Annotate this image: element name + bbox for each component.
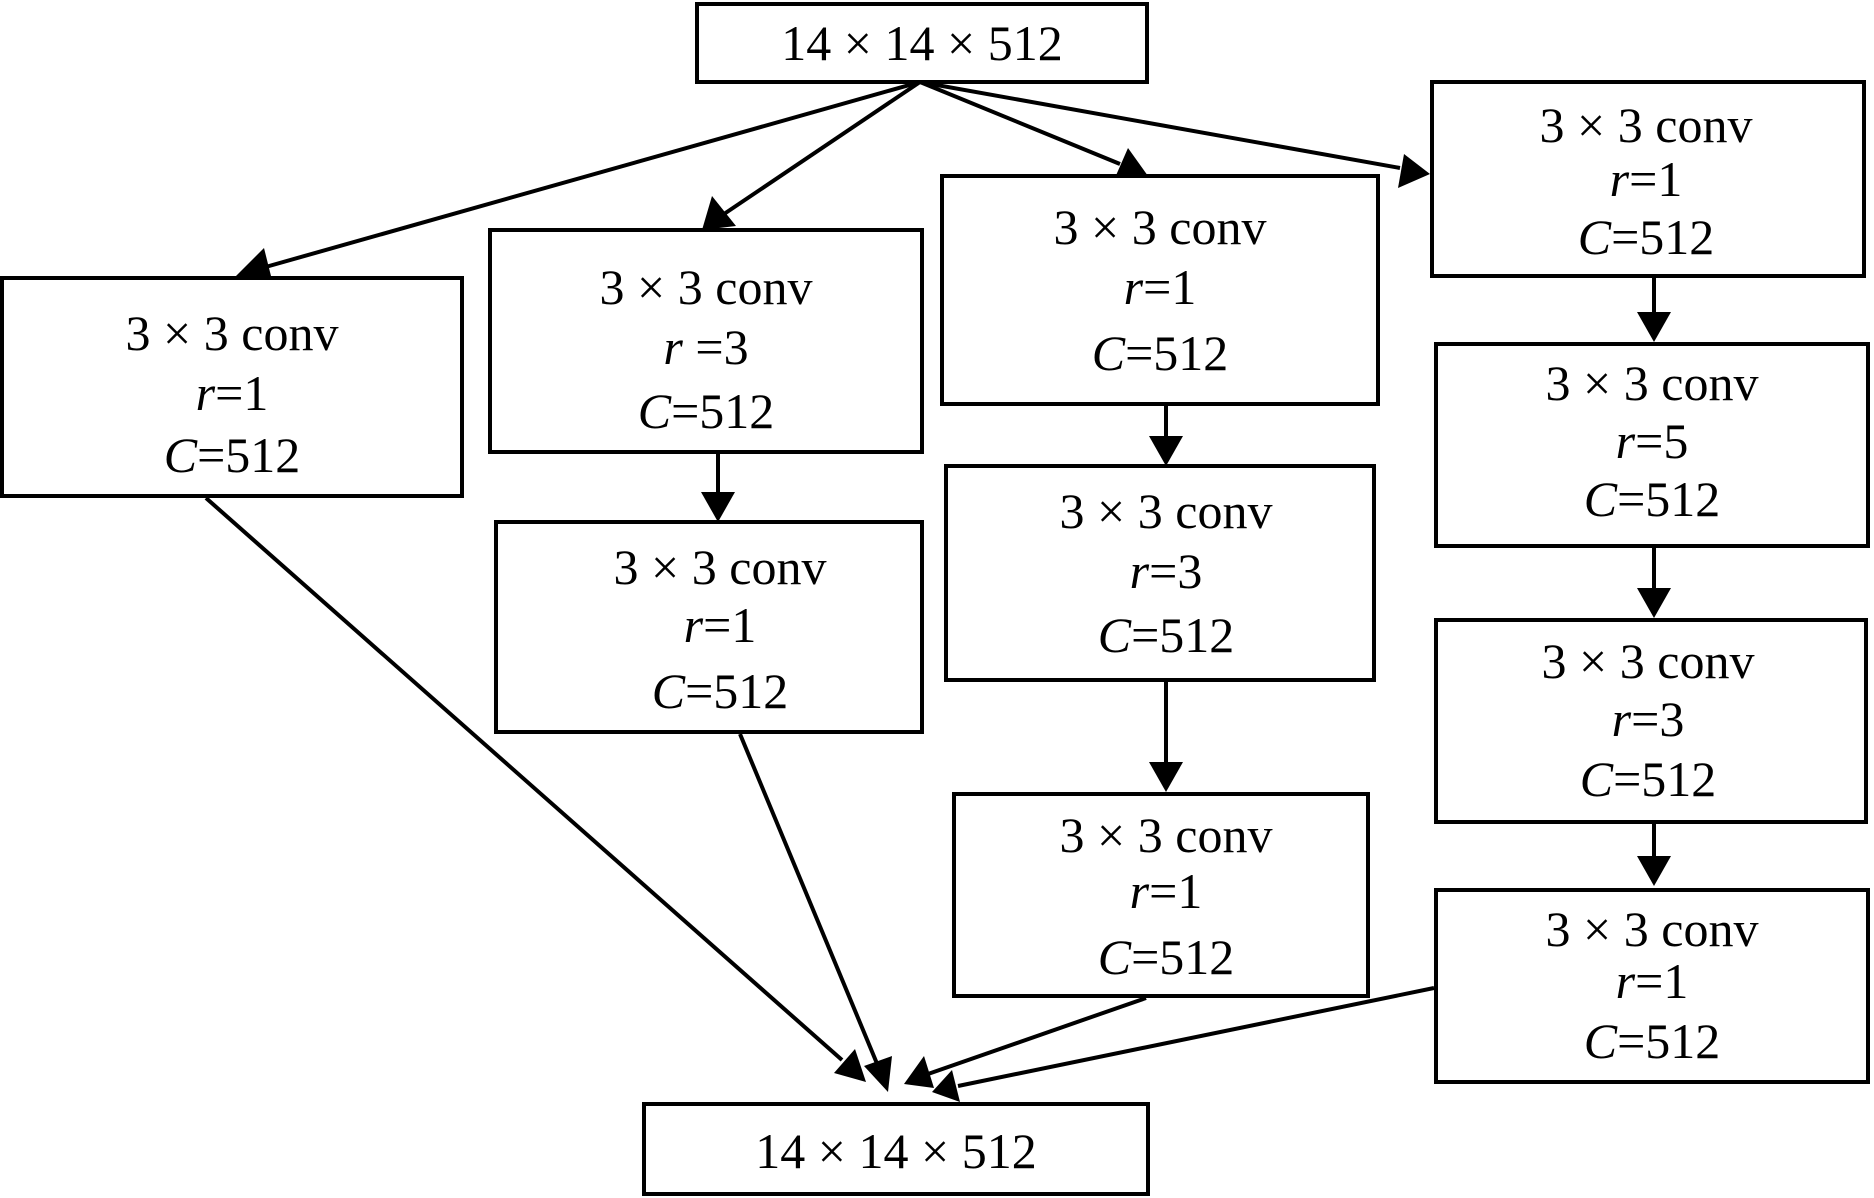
dilation-rate: r=1 xyxy=(684,597,757,653)
conv-node-b2-1: 3 × 3 conv r =3 C=512 xyxy=(488,228,924,454)
arrowhead xyxy=(932,1070,960,1102)
arrowhead xyxy=(1637,312,1671,342)
conv-op-label: 3 × 3 conv xyxy=(126,305,339,361)
arrowhead xyxy=(701,492,735,522)
arrowhead xyxy=(904,1056,934,1088)
input-node-label: 14 × 14 × 512 xyxy=(781,15,1062,71)
channels: C=512 xyxy=(1580,751,1717,807)
dilation-rate: r=3 xyxy=(1612,691,1685,747)
edge-input-to-branch-2 xyxy=(722,80,922,216)
conv-node-b3-1: 3 × 3 conv r=1 C=512 xyxy=(940,174,1380,406)
dilation-rate: r=1 xyxy=(196,365,269,421)
channels: C=512 xyxy=(164,427,301,483)
conv-op-label: 3 × 3 conv xyxy=(1540,97,1753,153)
conv-node-b4-4: 3 × 3 conv r=1 C=512 xyxy=(1434,888,1870,1084)
conv-op-label: 3 × 3 conv xyxy=(1060,483,1273,539)
arrowhead xyxy=(1637,588,1671,618)
conv-op-label: 3 × 3 conv xyxy=(600,259,813,315)
dilation-rate: r=1 xyxy=(1124,259,1197,315)
channels: C=512 xyxy=(1098,607,1235,663)
edge-input-to-branch-4 xyxy=(919,80,1401,170)
input-node: 14 × 14 × 512 xyxy=(695,2,1149,84)
arrowhead xyxy=(834,1049,866,1082)
channels: C=512 xyxy=(1584,471,1721,527)
conv-node-b1-1: 3 × 3 conv r=1 C=512 xyxy=(0,276,464,498)
channels: C=512 xyxy=(1092,325,1229,381)
conv-op-label: 3 × 3 conv xyxy=(614,539,827,595)
channels: C=512 xyxy=(1578,209,1715,265)
conv-node-b3-3: 3 × 3 conv r=1 C=512 xyxy=(952,792,1370,998)
dilation-rate: r=1 xyxy=(1610,151,1683,207)
conv-op-label: 3 × 3 conv xyxy=(1060,807,1273,863)
conv-node-b4-2: 3 × 3 conv r=5 C=512 xyxy=(1434,342,1870,548)
dilation-rate: r=5 xyxy=(1616,413,1689,469)
edge-input-to-branch-3 xyxy=(919,80,1121,166)
edge-branch-1-to-output xyxy=(204,496,844,1062)
channels: C=512 xyxy=(638,383,775,439)
dilation-rate: r =3 xyxy=(663,319,748,375)
conv-op-label: 3 × 3 conv xyxy=(1054,199,1267,255)
arrowhead xyxy=(864,1056,892,1092)
conv-op-label: 3 × 3 conv xyxy=(1546,901,1759,957)
channels: C=512 xyxy=(1584,1013,1721,1069)
output-node-label: 14 × 14 × 512 xyxy=(755,1123,1036,1179)
edge-input-to-branch-1 xyxy=(261,80,921,270)
output-node: 14 × 14 × 512 xyxy=(642,1102,1150,1196)
edges xyxy=(204,80,1671,1102)
branch-2: 3 × 3 conv r =3 C=512 3 × 3 conv r=1 C=5… xyxy=(488,228,924,734)
arrowhead xyxy=(1149,762,1183,792)
conv-node-b4-1: 3 × 3 conv r=1 C=512 xyxy=(1430,80,1866,278)
arrowhead xyxy=(1114,148,1148,180)
channels: C=512 xyxy=(652,663,789,719)
conv-node-b2-2: 3 × 3 conv r=1 C=512 xyxy=(494,520,924,734)
conv-node-b3-2: 3 × 3 conv r=3 C=512 xyxy=(944,464,1376,682)
conv-op-label: 3 × 3 conv xyxy=(1542,633,1755,689)
branch-1: 3 × 3 conv r=1 C=512 xyxy=(0,276,464,498)
arrowhead xyxy=(236,248,272,280)
edge-branch-3-to-output xyxy=(927,996,1147,1076)
edge-branch-2-to-output xyxy=(738,733,880,1067)
arrowhead xyxy=(1149,436,1183,466)
branch-4: 3 × 3 conv r=1 C=512 3 × 3 conv r=5 C=51… xyxy=(1430,80,1870,1084)
arrowhead xyxy=(702,196,736,230)
edge-branch-4-to-output xyxy=(957,986,1435,1088)
dilation-rate: r=1 xyxy=(1130,863,1203,919)
arrowhead xyxy=(1637,856,1671,886)
dilation-rate: r=3 xyxy=(1130,543,1203,599)
branch-3: 3 × 3 conv r=1 C=512 3 × 3 conv r=3 C=51… xyxy=(940,174,1380,998)
conv-node-b4-3: 3 × 3 conv r=3 C=512 xyxy=(1434,618,1868,824)
arrowhead xyxy=(1398,154,1430,188)
dilation-rate: r=1 xyxy=(1616,953,1689,1009)
channels: C=512 xyxy=(1098,929,1235,985)
conv-op-label: 3 × 3 conv xyxy=(1546,355,1759,411)
